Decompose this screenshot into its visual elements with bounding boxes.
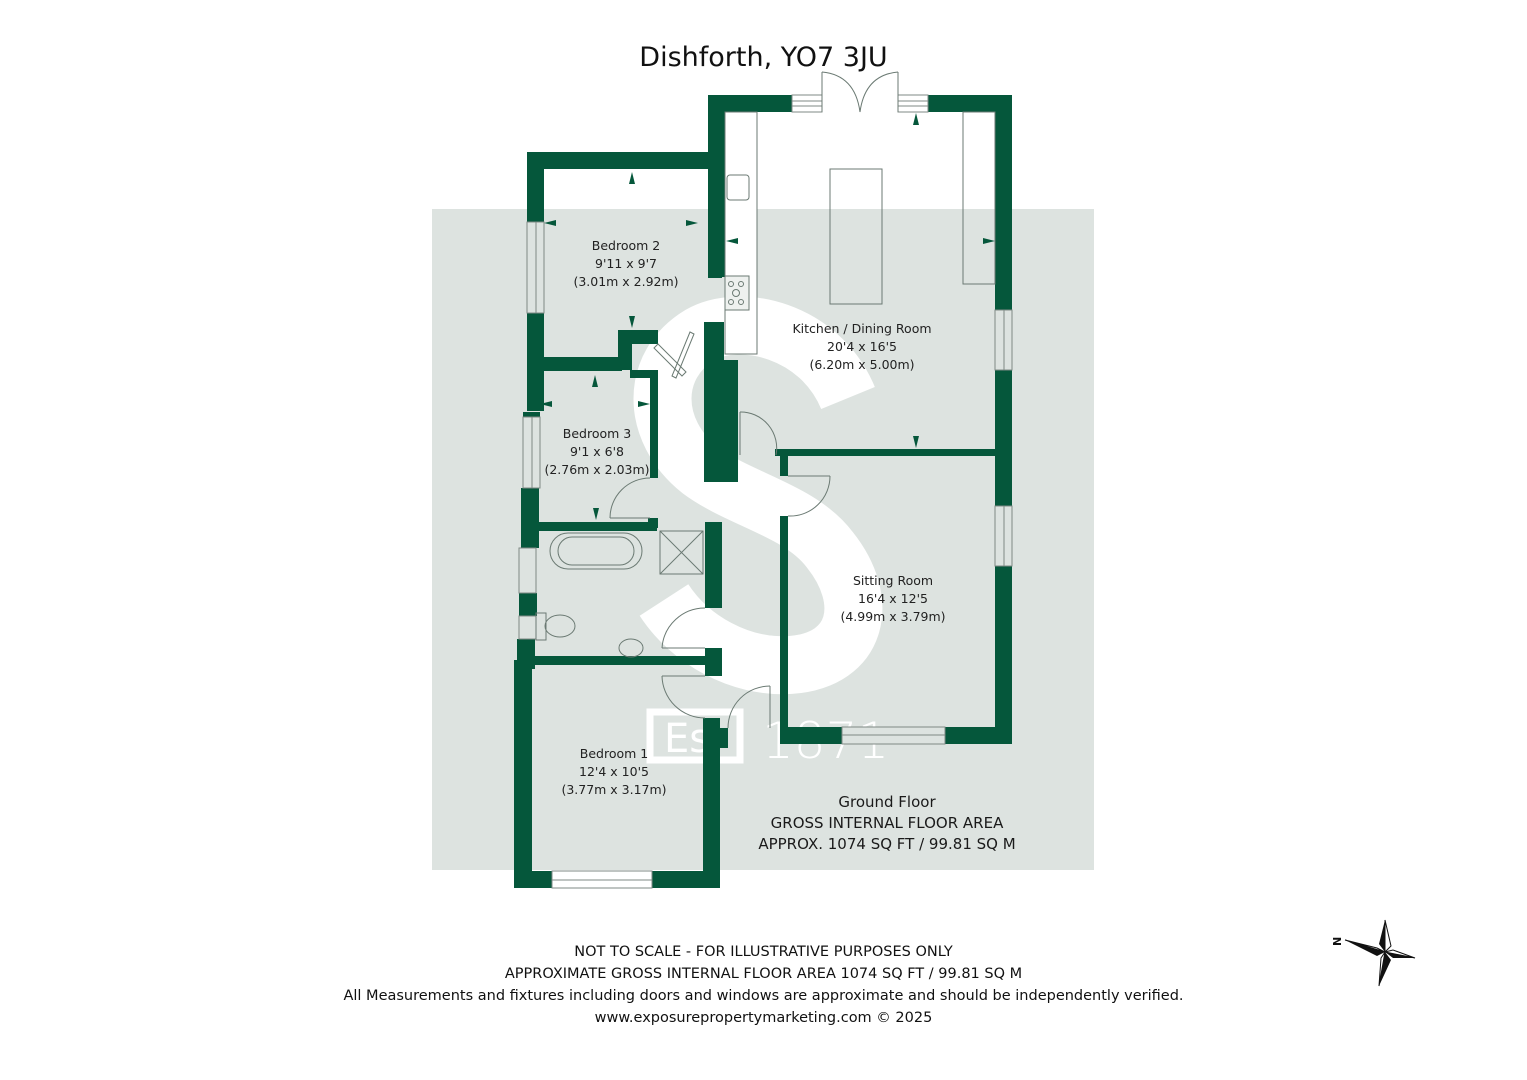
floor-name: Ground Floor xyxy=(838,793,936,811)
room-dimensions-imperial: 12'4 x 10'5 xyxy=(579,764,649,779)
disclaimer-footer: NOT TO SCALE - FOR ILLUSTRATIVE PURPOSES… xyxy=(0,941,1527,1029)
svg-text:N: N xyxy=(1331,937,1344,946)
floor-area-summary: Ground Floor GROSS INTERNAL FLOOR AREA A… xyxy=(758,792,1015,855)
measurement-markers xyxy=(540,113,995,520)
windows xyxy=(518,94,1013,889)
room-dimensions-imperial: 9'11 x 9'7 xyxy=(595,256,657,271)
bathroom-fixtures xyxy=(535,530,704,658)
room-label-bedroom-3: Bedroom 3 9'1 x 6'8 (2.76m x 2.03m) xyxy=(544,425,649,479)
room-label-bedroom-2: Bedroom 2 9'11 x 9'7 (3.01m x 2.92m) xyxy=(573,237,678,291)
room-name: Kitchen / Dining Room xyxy=(792,321,932,336)
plan-title: Dishforth, YO7 3JU xyxy=(639,42,888,73)
room-dimensions-metric: (3.77m x 3.17m) xyxy=(561,782,667,797)
room-dimensions-metric: (4.99m x 3.79m) xyxy=(840,609,946,624)
room-dimensions-metric: (3.01m x 2.92m) xyxy=(573,274,679,289)
room-label-kitchen-dining: Kitchen / Dining Room 20'4 x 16'5 (6.20m… xyxy=(792,320,931,374)
disclaimer-area: APPROXIMATE GROSS INTERNAL FLOOR AREA 10… xyxy=(504,966,1023,982)
room-dimensions-metric: (6.20m x 5.00m) xyxy=(809,357,915,372)
room-dimensions-imperial: 20'4 x 16'5 xyxy=(827,339,897,354)
room-name: Sitting Room xyxy=(852,573,934,588)
room-name: Bedroom 1 xyxy=(579,746,649,761)
room-label-bedroom-1: Bedroom 1 12'4 x 10'5 (3.77m x 3.17m) xyxy=(561,745,666,799)
copyright-link: www.exposurepropertymarketing.com © 2025 xyxy=(594,1010,933,1026)
north-arrow-compass-icon: N xyxy=(1331,919,1416,987)
area-value: APPROX. 1074 SQ FT / 99.81 SQ M xyxy=(758,835,1016,853)
kitchen-fixtures xyxy=(724,111,996,355)
area-heading: GROSS INTERNAL FLOOR AREA xyxy=(770,814,1004,832)
room-name: Bedroom 2 xyxy=(591,238,661,253)
room-dimensions-imperial: 9'1 x 6'8 xyxy=(569,444,625,459)
room-name: Bedroom 3 xyxy=(562,426,632,441)
room-label-sitting-room: Sitting Room 16'4 x 12'5 (4.99m x 3.79m) xyxy=(840,572,945,626)
room-dimensions-imperial: 16'4 x 12'5 xyxy=(858,591,928,606)
disclaimer-measurements: All Measurements and fixtures including … xyxy=(343,988,1184,1004)
room-dimensions-metric: (2.76m x 2.03m) xyxy=(544,462,650,477)
exterior-walls xyxy=(514,95,1012,888)
door-swings xyxy=(609,71,899,729)
svg-text:Es: Es xyxy=(664,716,710,762)
disclaimer-scale: NOT TO SCALE - FOR ILLUSTRATIVE PURPOSES… xyxy=(574,944,953,960)
